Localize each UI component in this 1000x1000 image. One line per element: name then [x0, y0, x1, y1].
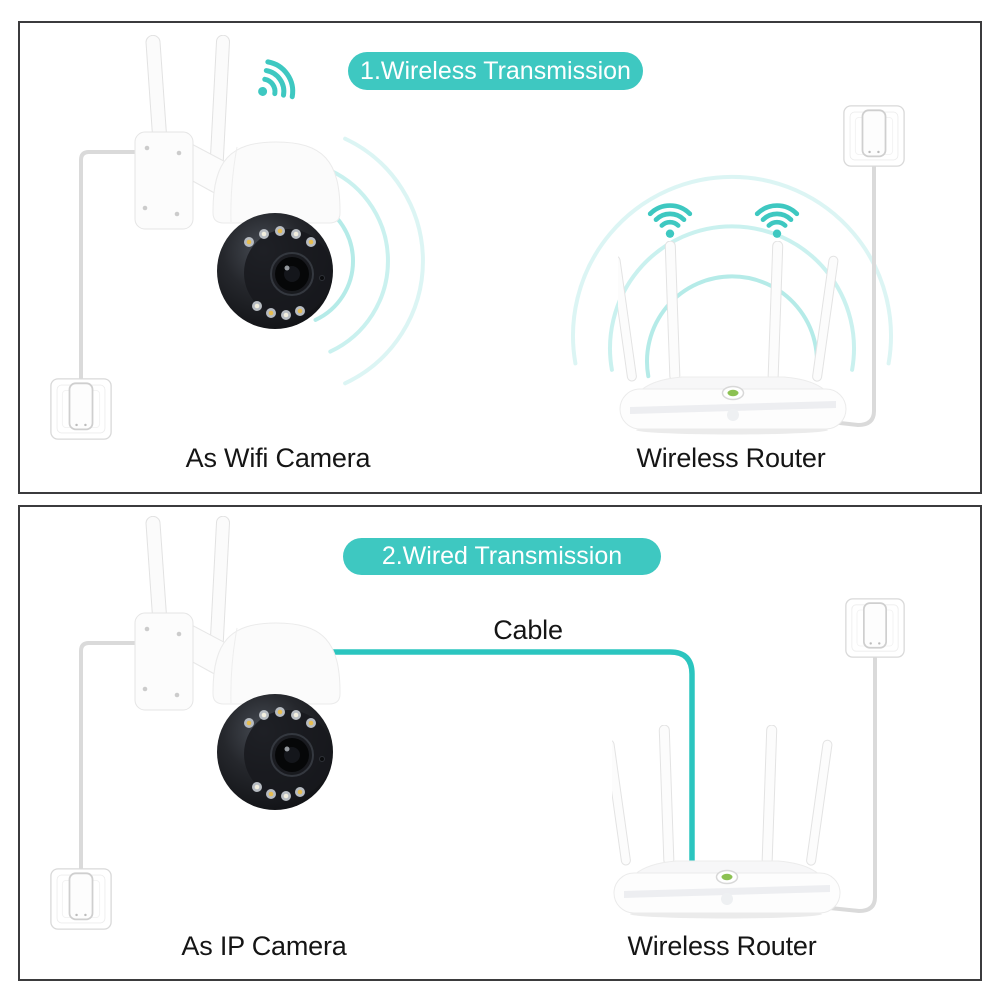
- wired-transmission-badge: 2.Wired Transmission: [343, 538, 661, 575]
- wifi-camera-label: As Wifi Camera: [185, 443, 371, 473]
- wall-outlet-camera: [50, 868, 112, 930]
- router-power-wire: [820, 159, 876, 428]
- router-signal-ripples: [571, 174, 893, 379]
- router-wifi-signal-icon: [757, 206, 797, 238]
- router-power-wire: [818, 653, 877, 914]
- wall-outlet-router: [843, 105, 905, 167]
- camera-power-wire: [79, 641, 137, 877]
- camera-power-wire: [79, 150, 142, 386]
- ethernet-cable: [317, 649, 695, 875]
- router-wifi-signal-icon: [650, 206, 690, 238]
- panel-wireless-transmission: 1.Wireless Transmission As Wifi Camera W…: [18, 21, 982, 494]
- ip-camera-illustration: [134, 516, 341, 811]
- wireless-router-illustration: [612, 725, 841, 920]
- wireless-router-label: Wireless Router: [636, 443, 826, 473]
- wall-outlet-router: [845, 598, 905, 658]
- wired-scene: [50, 516, 905, 930]
- wifi-camera-illustration: [134, 35, 341, 330]
- camera-wifi-signal-icon: [247, 57, 300, 112]
- ip-camera-label: As IP Camera: [181, 931, 347, 961]
- wireless-router-illustration: [618, 241, 847, 436]
- wireless-transmission-badge: 1.Wireless Transmission: [348, 52, 643, 90]
- wireless-scene: [50, 35, 905, 440]
- cable-label: Cable: [493, 615, 563, 645]
- wireless-router-label: Wireless Router: [627, 931, 817, 961]
- panel-wired-transmission: 2.Wired Transmission Cable As IP Camera …: [18, 505, 982, 981]
- wall-outlet-camera: [50, 378, 112, 440]
